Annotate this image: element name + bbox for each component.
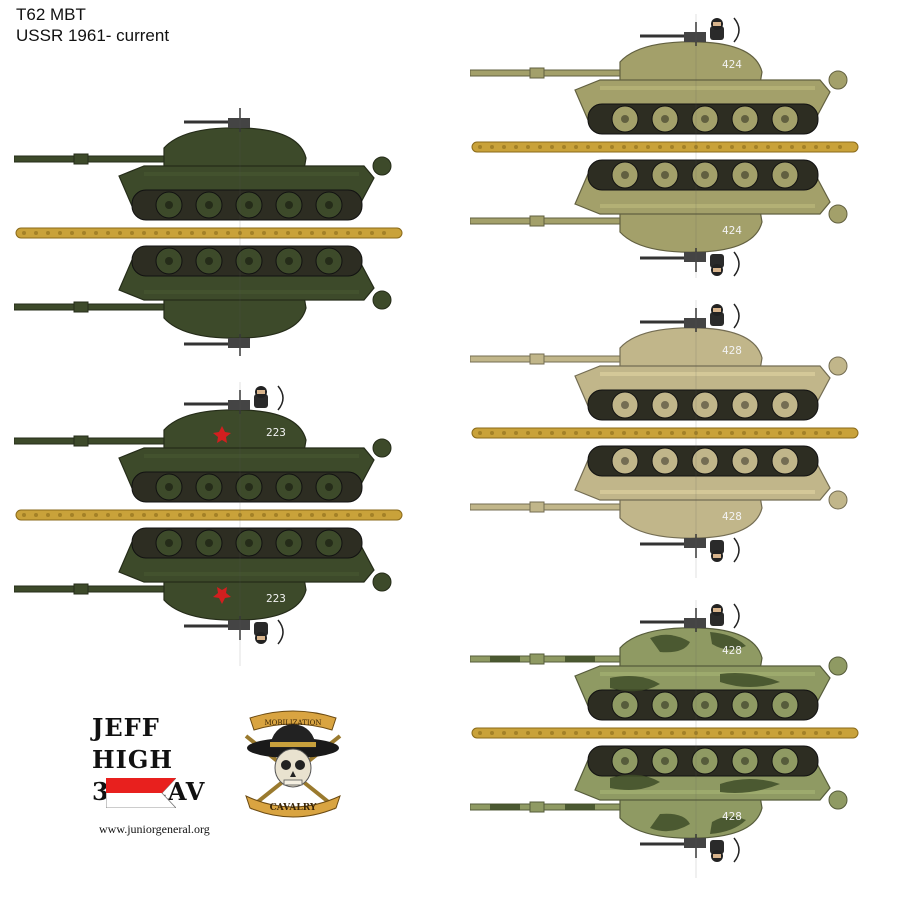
svg-text:424: 424 bbox=[722, 224, 742, 237]
tank-top-view bbox=[14, 108, 392, 221]
gold-divider bbox=[15, 227, 403, 239]
tank-reflection: 424 bbox=[470, 159, 848, 277]
tank-top-view: 424 bbox=[470, 17, 848, 135]
tank-sprite-dark-green-plain bbox=[14, 108, 403, 356]
gold-divider bbox=[15, 509, 403, 521]
header-title: T62 MBT USSR 1961- current bbox=[16, 4, 169, 46]
svg-text:424: 424 bbox=[722, 58, 742, 71]
tank-sprite-sand-428: 428 428 bbox=[470, 300, 859, 578]
svg-text:223: 223 bbox=[266, 592, 286, 605]
tank-top-view: 223 bbox=[14, 385, 392, 503]
tank-reflection: 223 bbox=[14, 527, 392, 645]
tank-sprite-camo-428: 428 428 bbox=[470, 600, 859, 878]
badge-bottom-text: CAVALRY bbox=[270, 803, 317, 813]
tank-sprite-khaki-424: 424 424 bbox=[470, 14, 859, 278]
svg-text:428: 428 bbox=[722, 510, 742, 523]
svg-text:428: 428 bbox=[722, 644, 742, 657]
gold-divider bbox=[471, 727, 859, 739]
gold-divider bbox=[471, 141, 859, 153]
website-link[interactable]: www.juniorgeneral.org bbox=[99, 822, 210, 836]
tank-sprite-dark-green-223: 223 223 bbox=[14, 382, 403, 666]
svg-text:223: 223 bbox=[266, 426, 286, 439]
svg-text:428: 428 bbox=[722, 810, 742, 823]
svg-text:428: 428 bbox=[722, 344, 742, 357]
page-title: T62 MBT bbox=[16, 5, 86, 24]
badge-top-text: MOBILIZATION bbox=[264, 719, 321, 727]
tank-top-view: 428 bbox=[470, 303, 848, 421]
tank-reflection: 428 bbox=[470, 445, 848, 563]
tank-reflection: 428 bbox=[470, 745, 848, 863]
tank-reflection bbox=[14, 245, 392, 356]
guidon-flag bbox=[106, 778, 176, 808]
gold-divider bbox=[471, 427, 859, 439]
page-subtitle: USSR 1961- current bbox=[16, 26, 170, 45]
cavalry-skull-badge: MOBILIZATION CAVALRY bbox=[244, 710, 342, 818]
credit-name: JEFF HIGH bbox=[92, 713, 174, 774]
tank-top-view: 428 bbox=[470, 603, 848, 721]
